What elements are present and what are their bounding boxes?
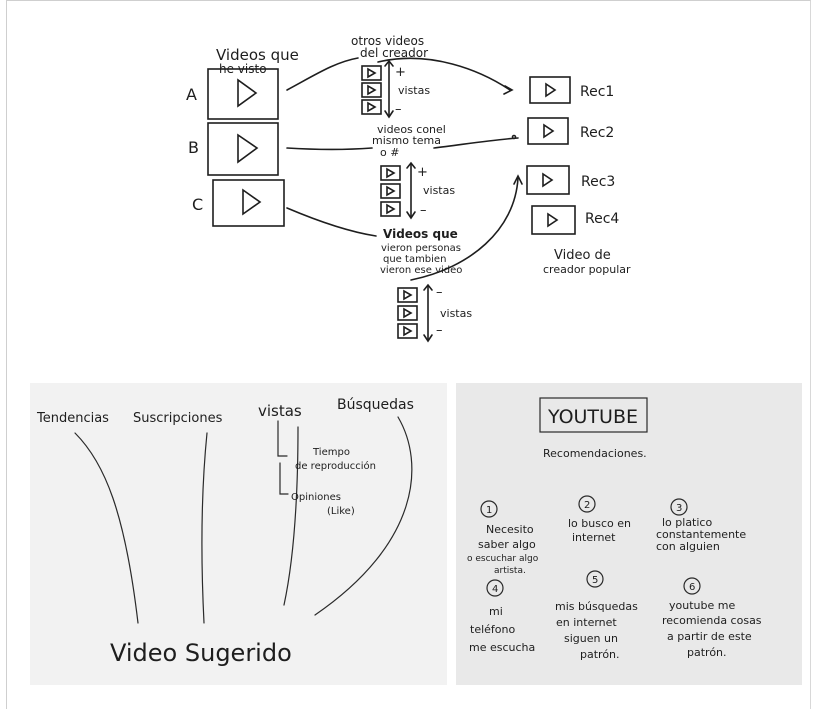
otros-videos-2: del creador (360, 46, 428, 60)
recomendaciones-label: Recomendaciones. (543, 447, 647, 460)
plus-2: + (417, 165, 428, 180)
item-5-line-3: siguen un (564, 632, 618, 645)
rec1-label: Rec1 (580, 84, 614, 100)
item-2-line-2: internet (572, 531, 616, 544)
image-frame (6, 0, 811, 709)
row-label-a: A (186, 85, 197, 104)
youtube-title-box (539, 397, 648, 433)
rec2-box (527, 117, 569, 145)
videos-visto-label-1: Videos que (216, 46, 299, 64)
creador-popular-1: Video de (554, 248, 611, 263)
video-box-a (207, 68, 279, 120)
opiniones-label-2: (Like) (327, 506, 355, 517)
item-3-num: 3 (676, 503, 682, 514)
busquedas-label: Búsquedas (337, 397, 414, 413)
recommendation-flow-sketch: Videos que he visto A B C otros videos d… (186, 34, 631, 343)
mismo-tema-3: o # (380, 146, 399, 159)
item-6-line-3: a partir de este (667, 630, 752, 643)
vistas-3: vistas (440, 307, 472, 320)
item-1-num: 1 (486, 505, 492, 516)
item-3-line-1: lo platico (662, 516, 712, 529)
item-3-line-3: con alguien (656, 540, 720, 553)
vieron-personas-3: que tambien (383, 254, 446, 265)
item-1-line-4: artista. (494, 566, 526, 576)
rec2-label: Rec2 (580, 125, 614, 141)
rec3-label: Rec3 (581, 174, 615, 190)
video-box-b (207, 122, 279, 176)
item-6-line-4: patrón. (687, 646, 727, 659)
item-4-line-1: mi (489, 605, 503, 618)
vistas-label: vistas (258, 402, 302, 420)
item-1-line-2: saber algo (478, 538, 536, 551)
creador-popular-2: creador popular (543, 263, 631, 276)
play-icon (237, 133, 259, 164)
row-label-c: C (192, 195, 203, 214)
item-2-num: 2 (584, 500, 590, 511)
item-5-line-2: en internet (556, 616, 617, 629)
rec3-box (526, 165, 570, 195)
minus-3b: – (436, 323, 443, 338)
video-sugerido-label: Video Sugerido (110, 639, 292, 667)
video-box-c (212, 179, 285, 227)
vieron-personas-2: vieron personas (381, 243, 461, 254)
item-6-line-2: recomienda cosas (662, 614, 762, 627)
mismo-tema-2: mismo tema (372, 134, 441, 147)
tendencias-label: Tendencias (36, 411, 109, 426)
item-2-line-1: lo busco en (568, 517, 631, 530)
item-5-num: 5 (592, 575, 598, 586)
vieron-personas-4: vieron ese video (380, 265, 462, 276)
mismo-tema-1: videos conel (377, 123, 446, 136)
item-1-line-3: o escuchar algo (467, 554, 539, 564)
rec4-label: Rec4 (585, 211, 619, 227)
play-icon (237, 78, 258, 108)
rec4-box (531, 205, 576, 235)
vieron-personas-1: Videos que (383, 227, 458, 241)
item-3-line-2: constantemente (656, 528, 746, 541)
minus-2: – (420, 203, 427, 218)
tiempo-label-2: de reproducción (295, 460, 376, 472)
minus-3a: – (436, 285, 443, 300)
otros-videos-1: otros videos (351, 34, 424, 48)
videos-visto-label-2: he visto (219, 62, 267, 76)
tiempo-label-1: Tiempo (312, 447, 350, 458)
item-4-line-2: teléfono (470, 623, 515, 636)
item-5-line-4: patrón. (580, 648, 620, 661)
left-sketch-photo: Tendencias Suscripciones vistas Búsqueda… (30, 383, 447, 685)
item-6-line-1: youtube me (669, 599, 735, 612)
right-sketch-photo: YOUTUBE Recomendaciones. 1 Necesito sabe… (456, 383, 802, 685)
youtube-title: YOUTUBE (547, 406, 638, 428)
item-5-line-1: mis búsquedas (555, 600, 638, 613)
opiniones-label-1: Opiniones (291, 492, 341, 503)
row-label-b: B (188, 138, 199, 157)
rec1-box (529, 76, 571, 104)
plus-1: + (395, 65, 406, 80)
item-4-num: 4 (492, 584, 498, 595)
play-icon (242, 188, 262, 216)
item-6-num: 6 (689, 582, 695, 593)
item-1-line-1: Necesito (486, 523, 534, 536)
vistas-2: vistas (423, 184, 455, 197)
vistas-1: vistas (398, 84, 430, 97)
suscripciones-label: Suscripciones (133, 411, 223, 426)
minus-1: – (395, 102, 402, 117)
item-4-line-3: me escucha (469, 641, 535, 654)
